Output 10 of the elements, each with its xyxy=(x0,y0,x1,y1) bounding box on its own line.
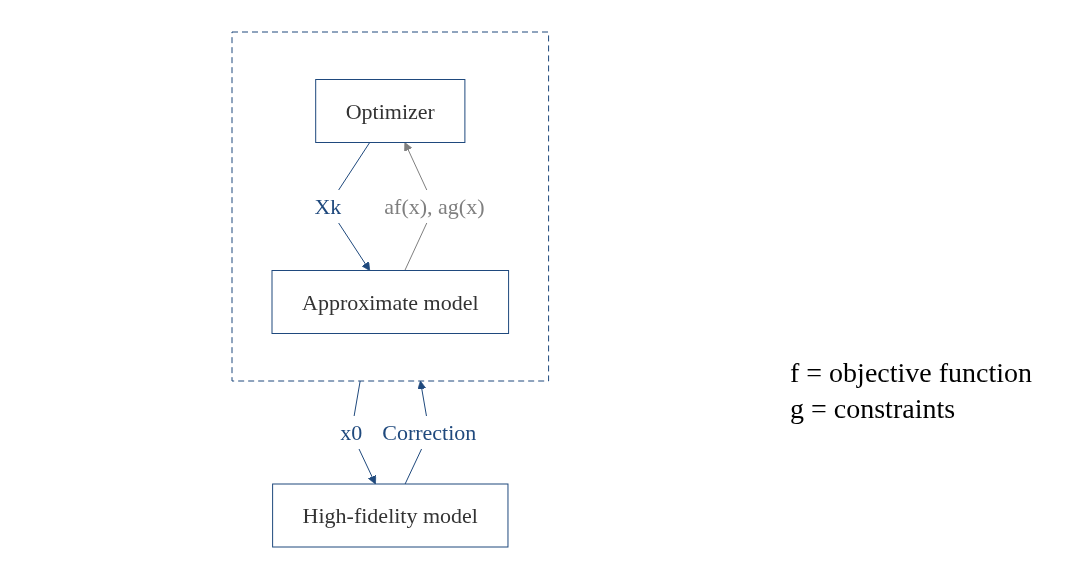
edge-label: Correction xyxy=(381,420,477,445)
note-text: f = objective function xyxy=(790,356,1033,390)
edge-label: x0 xyxy=(339,420,362,445)
node-box: Approximate model xyxy=(271,270,509,334)
note-text: g = constraints xyxy=(790,392,957,426)
node-box: High-fidelity model xyxy=(271,483,509,548)
edge-label: af(x), ag(x) xyxy=(384,194,485,219)
node-box: Optimizer xyxy=(314,79,466,143)
edge-label: Xk xyxy=(314,194,342,219)
cluster xyxy=(231,31,549,382)
